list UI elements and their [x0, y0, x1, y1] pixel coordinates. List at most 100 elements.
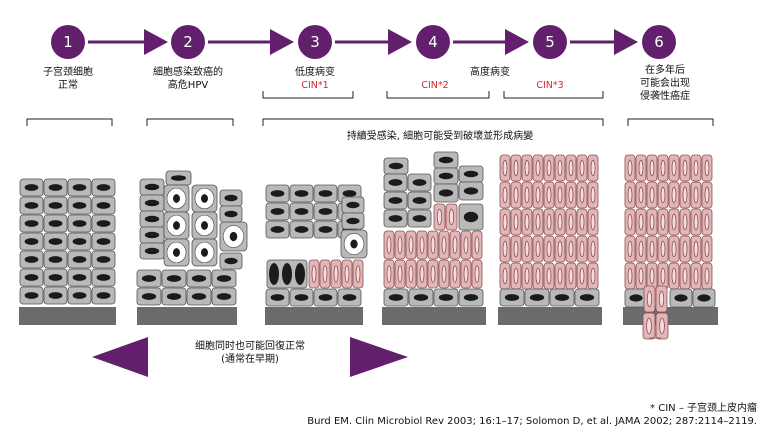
koilocyte-cell-nucleus	[173, 248, 180, 257]
step-1-circle: 1	[51, 25, 85, 59]
dysplastic-cell-nucleus	[474, 265, 480, 283]
koilocyte-cell-nucleus	[229, 231, 238, 242]
normal-cell-nucleus	[72, 202, 87, 209]
dark-nucleus	[282, 263, 292, 285]
normal-cell-nucleus	[388, 179, 403, 186]
step-3-label-line-1: 低度病变	[295, 67, 335, 78]
progression-arrow-head	[505, 29, 529, 55]
normal-cell-nucleus	[166, 275, 182, 282]
dysplastic-cell-nucleus	[419, 265, 425, 283]
dark-nucleus	[295, 263, 305, 285]
normal-cell-nucleus	[144, 215, 160, 223]
dysplastic-cell-nucleus	[557, 267, 563, 285]
normal-cell-nucleus	[96, 220, 111, 227]
normal-cell-nucleus	[24, 238, 39, 245]
normal-cell-nucleus	[48, 184, 63, 191]
dysplastic-cell-nucleus	[502, 240, 508, 258]
dysplastic-cell-nucleus	[535, 267, 541, 285]
normal-cell-nucleus	[294, 190, 309, 197]
dysplastic-cell-nucleus	[513, 186, 519, 204]
normal-cell-nucleus	[438, 294, 454, 301]
persistent-infection-note: 持續受感染, 細胞可能受到破壞並形成病變	[346, 131, 534, 142]
dysplastic-cell-nucleus	[441, 265, 447, 283]
dysplastic-cell-nucleus	[524, 186, 530, 204]
dysplastic-cell-nucleus	[590, 240, 596, 258]
dysplastic-cell-nucleus	[448, 208, 455, 226]
koilocyte-cell-nucleus	[173, 194, 180, 203]
dysplastic-cell-nucleus	[638, 159, 644, 177]
bracket-step-2	[146, 118, 234, 126]
cin-footnote: * CIN – 子宫颈上皮内瘤	[650, 403, 757, 414]
progression-arrow-head	[144, 29, 168, 55]
dysplastic-cell-nucleus	[524, 267, 530, 285]
invading-cell-nucleus	[646, 290, 653, 308]
basement-membrane-2	[137, 307, 237, 325]
normal-cell-nucleus	[48, 238, 63, 245]
dysplastic-cell-nucleus	[649, 186, 655, 204]
normal-cell-nucleus	[96, 274, 111, 281]
regression-note: 细胞同时也可能回復正常 (通常在早期)	[160, 340, 340, 366]
regression-arrows	[92, 337, 408, 377]
dysplastic-cell-nucleus	[535, 159, 541, 177]
dysplastic-cell-nucleus	[579, 240, 585, 258]
dysplastic-cell-nucleus	[502, 267, 508, 285]
dysplastic-cell-nucleus	[386, 265, 392, 283]
dysplastic-cell-nucleus	[502, 186, 508, 204]
step-2-label: 細胞感染致癌的 高危HPV	[132, 66, 244, 92]
normal-cell-nucleus	[144, 247, 160, 255]
dysplastic-cell-nucleus	[419, 236, 425, 254]
normal-cell-nucleus	[224, 194, 238, 202]
koilocyte-cell-nucleus	[350, 239, 358, 249]
step-2-label-line-2: 高危HPV	[167, 80, 209, 91]
normal-cell-nucleus	[629, 294, 643, 302]
dysplastic-cell-nucleus	[649, 213, 655, 231]
bracket-persistent	[262, 118, 604, 126]
basement-membrane-3	[265, 307, 363, 325]
dysplastic-cell-nucleus	[397, 236, 403, 254]
dysplastic-cell-nucleus	[463, 236, 469, 254]
dysplastic-cell-nucleus	[430, 265, 436, 283]
dysplastic-cell-nucleus	[441, 236, 447, 254]
dysplastic-cell-nucleus	[660, 267, 666, 285]
normal-cell-nucleus	[270, 190, 285, 197]
dysplastic-cell-nucleus	[452, 265, 458, 283]
koilocyte-cell-nucleus	[201, 248, 208, 257]
dysplastic-cell-nucleus	[704, 213, 710, 231]
koilocyte-cell-nucleus	[201, 194, 208, 203]
dark-nucleus	[269, 263, 279, 285]
normal-cell-nucleus	[24, 220, 39, 227]
normal-cell-nucleus	[216, 275, 232, 282]
normal-cell-nucleus	[48, 220, 63, 227]
dysplastic-cell-nucleus	[524, 159, 530, 177]
dysplastic-cell-nucleus	[660, 240, 666, 258]
dysplastic-cell-nucleus	[535, 186, 541, 204]
dysplastic-cell-nucleus	[671, 186, 677, 204]
step-3-cin: CIN*1	[301, 80, 329, 91]
dysplastic-cell-nucleus	[474, 236, 480, 254]
dysplastic-cell-nucleus	[579, 213, 585, 231]
dysplastic-cell-nucleus	[704, 186, 710, 204]
step-4-circle: 4	[416, 25, 450, 59]
dysplastic-cell-nucleus	[430, 236, 436, 254]
dysplastic-cell-nucleus	[682, 240, 688, 258]
normal-cell-nucleus	[438, 156, 454, 164]
dysplastic-cell-nucleus	[535, 240, 541, 258]
normal-cell-nucleus	[141, 293, 157, 300]
step-6-label-line-2: 可能会出现	[640, 78, 690, 89]
dysplastic-cell-nucleus	[344, 265, 350, 283]
regression-note-line-2: (通常在早期)	[221, 354, 279, 365]
basement-membrane-4	[382, 307, 486, 325]
normal-cell-nucleus	[318, 294, 333, 301]
dysplastic-cell-nucleus	[463, 265, 469, 283]
normal-cell-nucleus	[346, 217, 360, 225]
normal-cell-nucleus	[438, 172, 454, 180]
normal-cell-nucleus	[24, 256, 39, 263]
normal-cell-nucleus	[224, 257, 238, 265]
dysplastic-cell-nucleus	[590, 267, 596, 285]
normal-cell-nucleus	[144, 199, 160, 207]
step-1-label-line-2: 正常	[58, 80, 78, 91]
step-6-label: 在多年后 可能会出现 侵袭性癌症	[620, 64, 710, 103]
bracket-step-4-top	[386, 91, 490, 99]
normal-cell-nucleus	[554, 294, 570, 301]
